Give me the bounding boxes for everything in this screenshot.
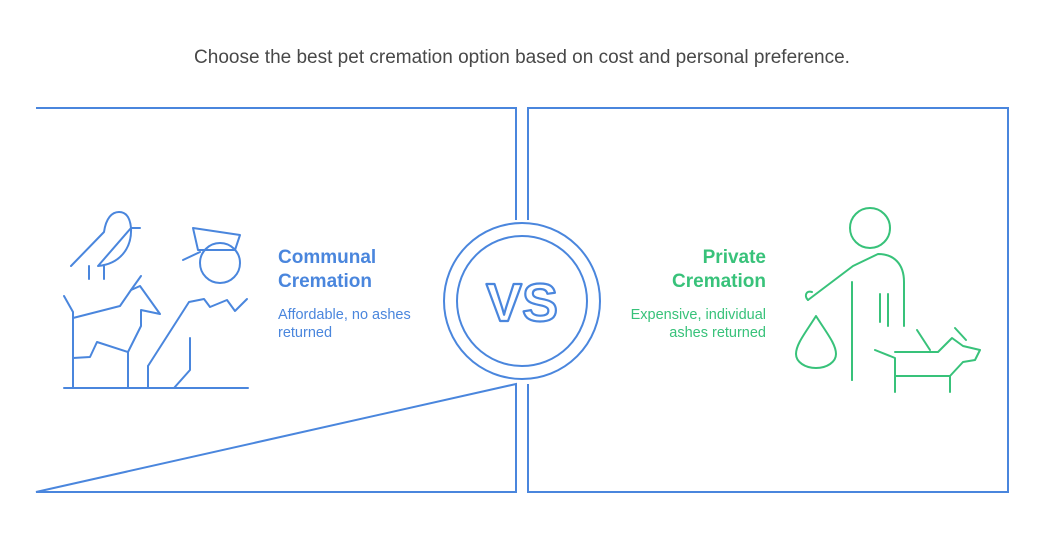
option-title-communal: Communal Cremation [278, 247, 377, 292]
right-panel-outline [527, 107, 1009, 493]
option-title-private: Private Cremation [672, 247, 766, 292]
option-description-communal: Affordable, no ashes returned [278, 307, 411, 341]
page-subtitle: Choose the best pet cremation option bas… [194, 47, 850, 68]
private-cremation-dog-walker-icon [795, 207, 981, 393]
communal-cremation-pets-icon [63, 211, 249, 389]
left-panel-outline [35, 107, 517, 493]
option-description-private: Expensive, individual ashes returned [630, 307, 766, 341]
vs-label: VS [486, 273, 558, 333]
vs-badge: VS [443, 222, 601, 380]
